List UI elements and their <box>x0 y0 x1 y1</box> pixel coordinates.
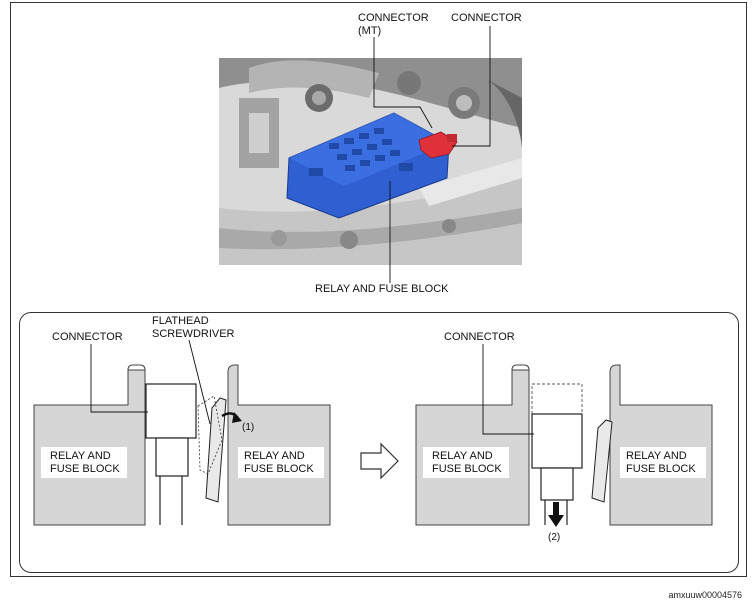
detail-panel <box>19 312 739 573</box>
label-connector-mt: CONNECTOR (MT) <box>358 12 429 37</box>
step-2-label: (2) <box>548 532 561 543</box>
step-1-label: (1) <box>242 422 255 433</box>
image-code: amxuuw00004576 <box>668 590 742 600</box>
label-relay-fuse-block: RELAY AND FUSE BLOCK <box>315 283 449 295</box>
figure-frame <box>10 2 747 577</box>
left-label-block-right: RELAY AND FUSE BLOCK <box>244 450 314 475</box>
right-detail <box>415 344 713 527</box>
left-label-connector: CONNECTOR <box>52 331 123 343</box>
label-connector: CONNECTOR <box>451 12 522 24</box>
right-label-block-right: RELAY AND FUSE BLOCK <box>626 450 696 475</box>
right-label-block-left: RELAY AND FUSE BLOCK <box>432 450 502 475</box>
left-label-screwdriver: FLATHEAD SCREWDRIVER <box>152 315 235 340</box>
left-detail <box>33 339 331 526</box>
transition-arrow-icon <box>360 442 399 480</box>
left-label-block-left: RELAY AND FUSE BLOCK <box>50 450 120 475</box>
right-label-connector: CONNECTOR <box>444 331 515 343</box>
